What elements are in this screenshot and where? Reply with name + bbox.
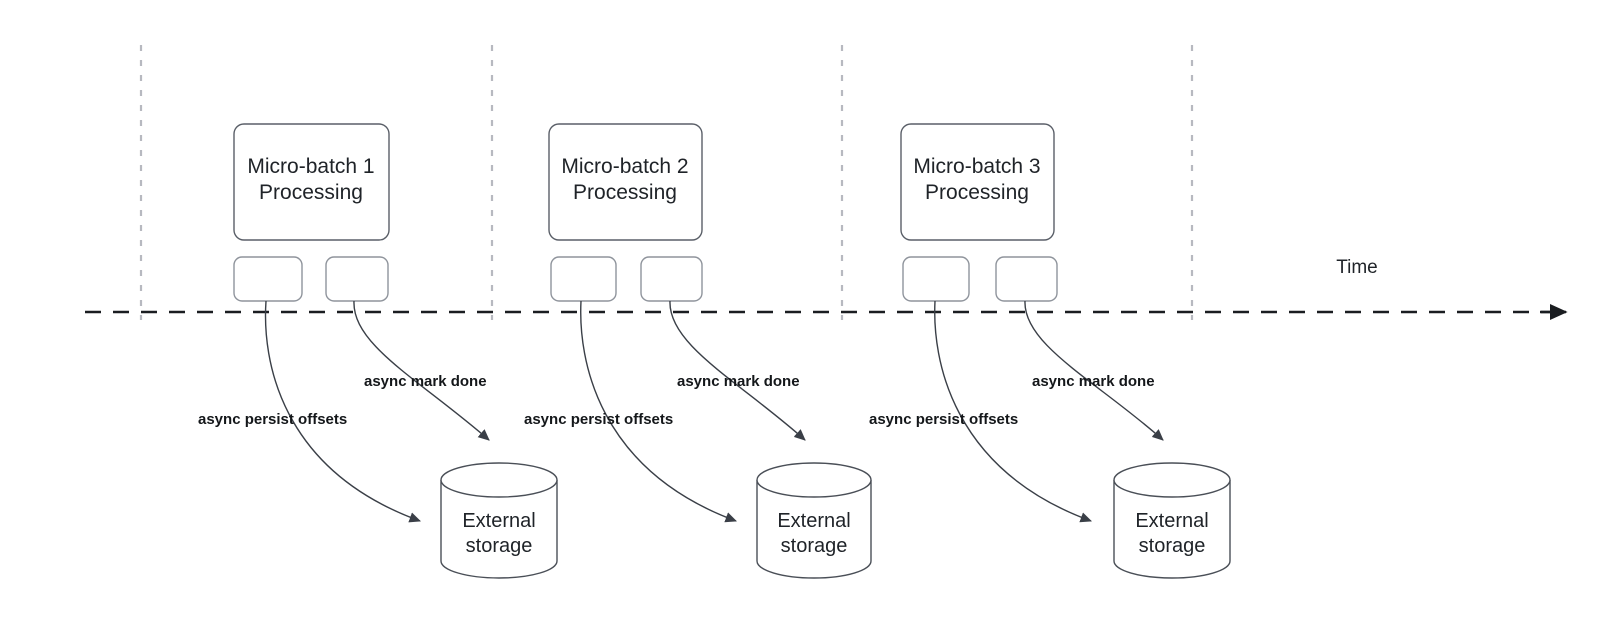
micro-batch-1-label-line2: Processing [259,181,363,204]
micro-batch-1-task-box-left[interactable] [233,256,303,302]
batch-group-2: Micro-batch 2 Processing async persist o… [524,123,872,579]
micro-batch-3-box[interactable] [900,123,1055,241]
persist-offsets-label-1: async persist offsets [198,411,347,428]
external-storage-label-3-line1: External [1135,510,1208,532]
micro-batch-3-label-line1: Micro-batch 3 [913,155,1040,178]
persist-edge-3 [934,300,1092,523]
mark-edge-3 [1024,300,1164,441]
persist-offsets-label-2: async persist offsets [524,411,673,428]
external-storage-label-1-line1: External [462,510,535,532]
batch-group-3: Micro-batch 3 Processing async persist o… [869,123,1231,579]
persist-edge-1 [264,300,421,523]
micro-batch-2-box[interactable] [548,123,703,241]
mark-edge-2 [669,300,806,441]
batch-group-1: Micro-batch 1 Processing async persist o… [198,123,558,579]
external-storage-cylinder-3[interactable] [1113,462,1231,579]
external-storage-cylinder-2[interactable] [756,462,872,579]
micro-batch-3-label-line2: Processing [925,181,1029,204]
micro-batch-2-label-line1: Micro-batch 2 [561,155,688,178]
micro-batch-2-task-box-left[interactable] [550,256,617,302]
micro-batch-1-task-box-right[interactable] [325,256,389,302]
persist-edge-2 [580,300,737,523]
micro-batch-2-task-box-right[interactable] [640,256,703,302]
external-storage-label-2-line1: External [777,510,850,532]
micro-batch-3-task-box-left[interactable] [902,256,970,302]
external-storage-cylinder-1[interactable] [440,462,558,579]
mark-done-label-3: async mark done [1032,373,1155,390]
micro-batch-1-label-line1: Micro-batch 1 [247,155,374,178]
external-storage-label-2-line2: storage [781,535,848,557]
mark-edge-1 [353,300,490,441]
micro-batch-2-label-line2: Processing [573,181,677,204]
mark-done-label-2: async mark done [677,373,800,390]
external-storage-label-1-line2: storage [466,535,533,557]
persist-offsets-label-3: async persist offsets [869,411,1018,428]
micro-batch-1-box[interactable] [233,123,390,241]
time-axis-label: Time [1336,257,1378,278]
mark-done-label-1: async mark done [364,373,487,390]
vertical-guides [139,45,1194,320]
external-storage-label-3-line2: storage [1139,535,1206,557]
micro-batch-3-task-box-right[interactable] [995,256,1058,302]
